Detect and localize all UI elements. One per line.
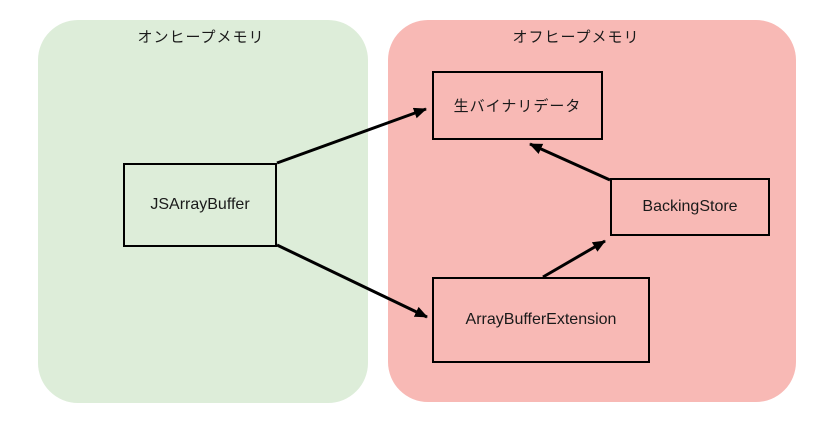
node-backingstore-label: BackingStore [642,198,738,215]
region-off-heap-label: オフヒープメモリ [512,29,640,46]
node-jsarraybuffer-label: JSArrayBuffer [150,196,250,213]
region-off-heap [388,20,796,402]
node-arraybufferextension: ArrayBufferExtension [432,277,650,363]
node-jsarraybuffer: JSArrayBuffer [123,163,277,247]
region-on-heap [38,20,368,403]
node-arraybufferextension-label: ArrayBufferExtension [465,311,617,328]
region-on-heap-label: オンヒープメモリ [137,29,265,46]
node-raw-binary-data-label: 生バイナリデータ [453,98,582,115]
node-backingstore: BackingStore [610,178,770,236]
node-raw-binary-data: 生バイナリデータ [432,71,603,140]
